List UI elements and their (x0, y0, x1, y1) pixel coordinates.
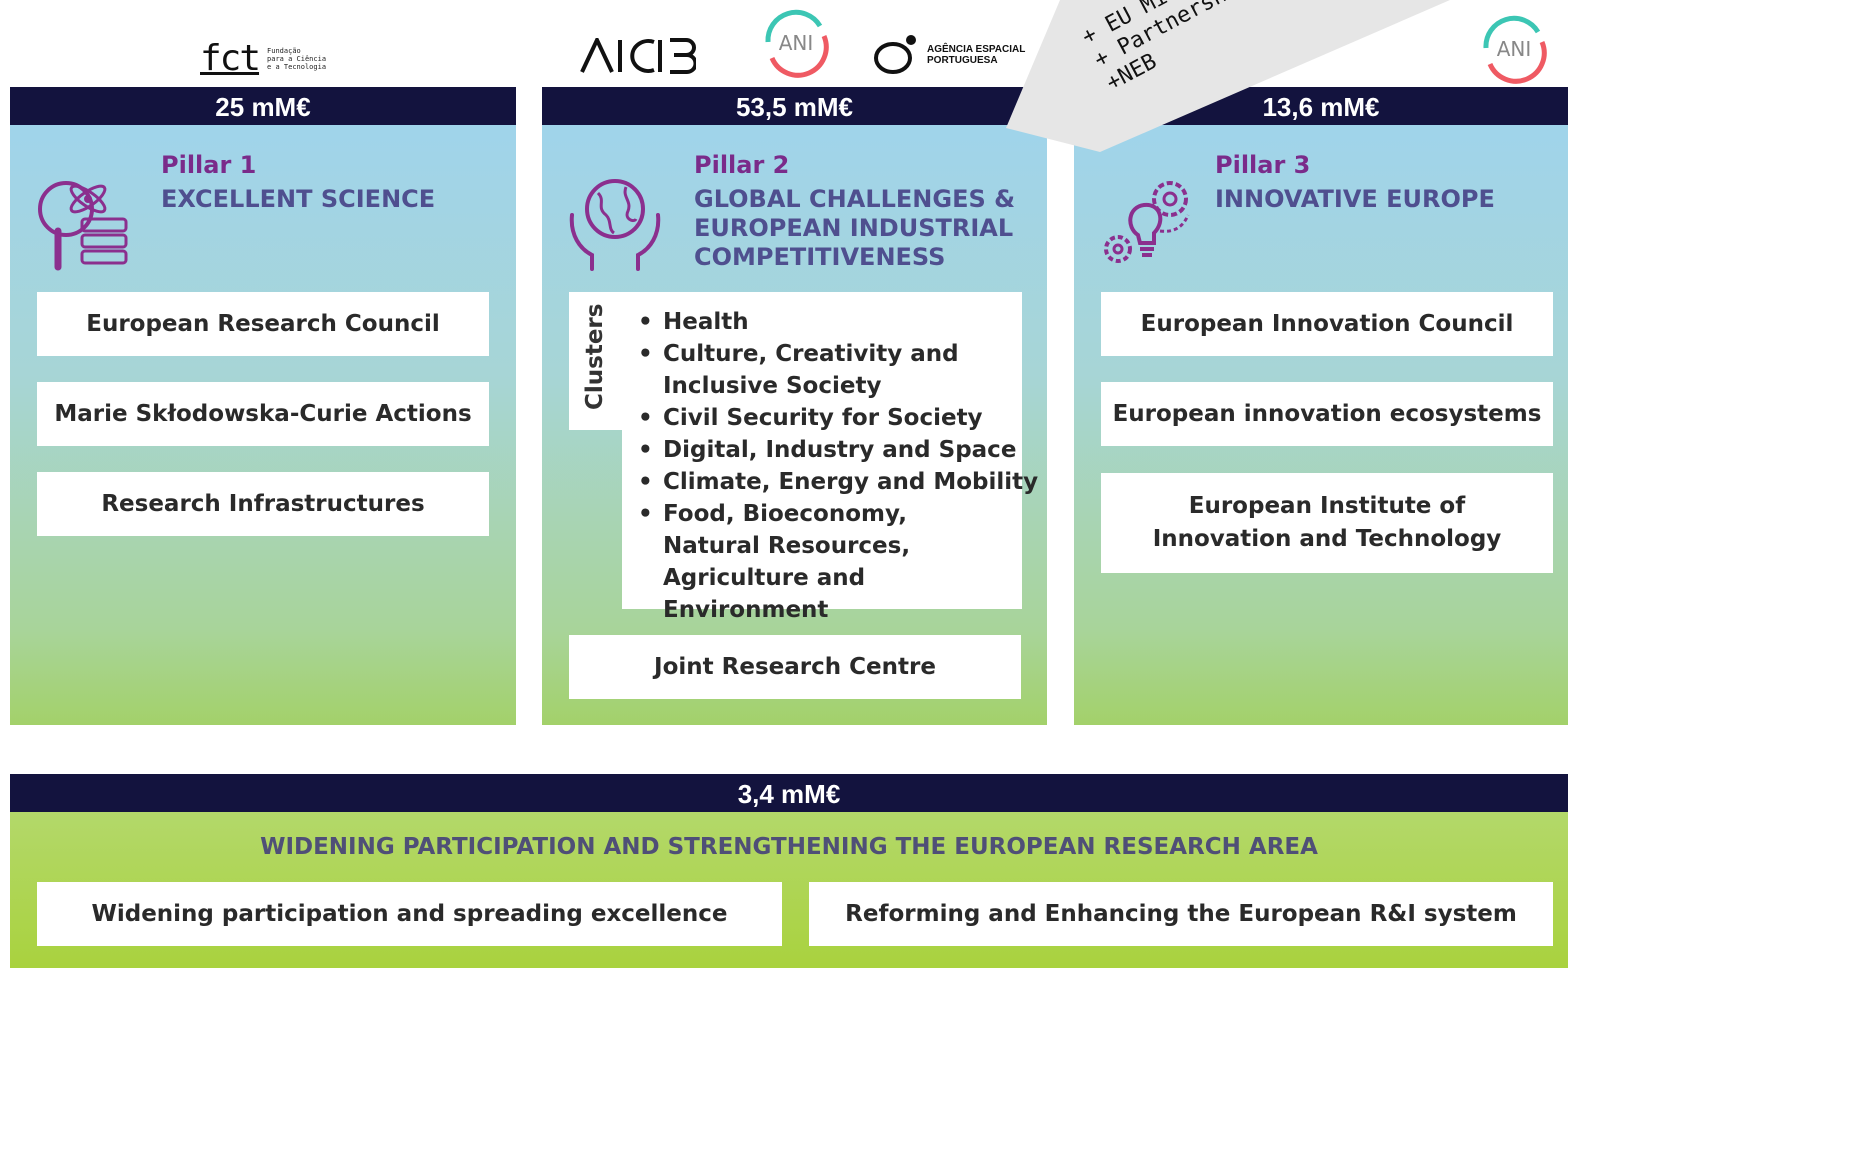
pillar-3-item: European Innovation Council (1101, 292, 1553, 356)
fct-logo-mark: fct (200, 38, 261, 79)
pillar-2-title: GLOBAL CHALLENGES & EUROPEAN INDUSTRIAL … (694, 185, 1015, 272)
pillar-title-line: EXCELLENT SCIENCE (161, 185, 436, 213)
globe-hands-icon (569, 179, 661, 271)
fct-logo-text-line: e a Tecnologia (267, 63, 327, 72)
ani-logo-mark: ANI (1483, 15, 1547, 84)
widening-item: Widening participation and spreading exc… (37, 882, 782, 946)
pillar-3-item: European innovation ecosystems (1101, 382, 1553, 446)
ani-logo: ANI (1478, 12, 1550, 84)
pillar-1-title: EXCELLENT SCIENCE (161, 185, 435, 214)
pillar-title-line: EUROPEAN INDUSTRIAL (694, 214, 1014, 242)
pillar-3-number: Pillar 3 (1215, 151, 1311, 179)
pillar-1-item: Marie Skłodowska-Curie Actions (37, 382, 489, 446)
pillar-2-budget: 53,5 mM€ (542, 87, 1047, 125)
pillar-title-line: GLOBAL CHALLENGES & (694, 185, 1016, 213)
pillar-1-number: Pillar 1 (161, 151, 257, 179)
aep-logo-text-line: PORTUGUESA (927, 55, 998, 66)
pillar-2-item: Joint Research Centre (569, 635, 1021, 699)
widening-budget: 3,4 mM€ (10, 774, 1568, 812)
pillar-1-budget: 25 mM€ (10, 87, 516, 125)
cluster-item: Civil Security for Society (638, 402, 1038, 434)
aep-logo-text-line: AGÊNCIA ESPACIAL (927, 43, 1026, 55)
widening-title: WIDENING PARTICIPATION AND STRENGTHENING… (260, 834, 1318, 860)
fct-logo-text: Fundação para a Ciência e a Tecnologia (267, 47, 326, 71)
pillar-3-item: European Institute of Innovation and Tec… (1101, 473, 1553, 573)
ani-logo-text: ANI (1497, 37, 1532, 61)
ani-logo: ANI (760, 6, 832, 78)
cluster-item: Food, Bioeconomy, Natural Resources, Agr… (638, 498, 993, 626)
eu-missions-banner (1006, 0, 1450, 152)
cluster-item: Culture, Creativity and Inclusive Societ… (638, 338, 978, 402)
pillar-title-line: INNOVATIVE EUROPE (1215, 185, 1495, 213)
pillar-1-item: Research Infrastructures (37, 472, 489, 536)
science-magnifier-icon (38, 181, 128, 271)
aep-logo-mark (874, 35, 916, 74)
pillar-1-item: European Research Council (37, 292, 489, 356)
lightbulb-gears-icon (1104, 181, 1190, 263)
ani-logo-text: ANI (779, 31, 814, 55)
aicib-logo-mark (580, 35, 698, 74)
pillar-3-title: INNOVATIVE EUROPE (1215, 185, 1495, 214)
clusters-list: Health Culture, Creativity and Inclusive… (638, 306, 1038, 626)
fct-logo-text-line: para a Ciência (267, 54, 327, 63)
widening-item: Reforming and Enhancing the European R&I… (809, 882, 1553, 946)
clusters-label: Clusters (582, 303, 608, 410)
pillar-title-line: COMPETITIVENESS (694, 243, 946, 271)
ani-logo-mark: ANI (765, 9, 829, 78)
pillar-2-number: Pillar 2 (694, 151, 790, 179)
fct-logo: fct Fundação para a Ciência e a Tecnolog… (200, 38, 340, 80)
aep-logo-text: AGÊNCIA ESPACIAL PORTUGUESA (927, 44, 1025, 67)
agencia-espacial-logo: AGÊNCIA ESPACIAL PORTUGUESA (873, 34, 1025, 76)
clusters-tab (569, 292, 629, 430)
aicib-logo (580, 35, 698, 83)
cluster-item: Climate, Energy and Mobility (638, 466, 1038, 498)
fct-logo-text-line: Fundação (267, 46, 301, 55)
cluster-item: Digital, Industry and Space (638, 434, 1038, 466)
cluster-item: Health (638, 306, 1038, 338)
